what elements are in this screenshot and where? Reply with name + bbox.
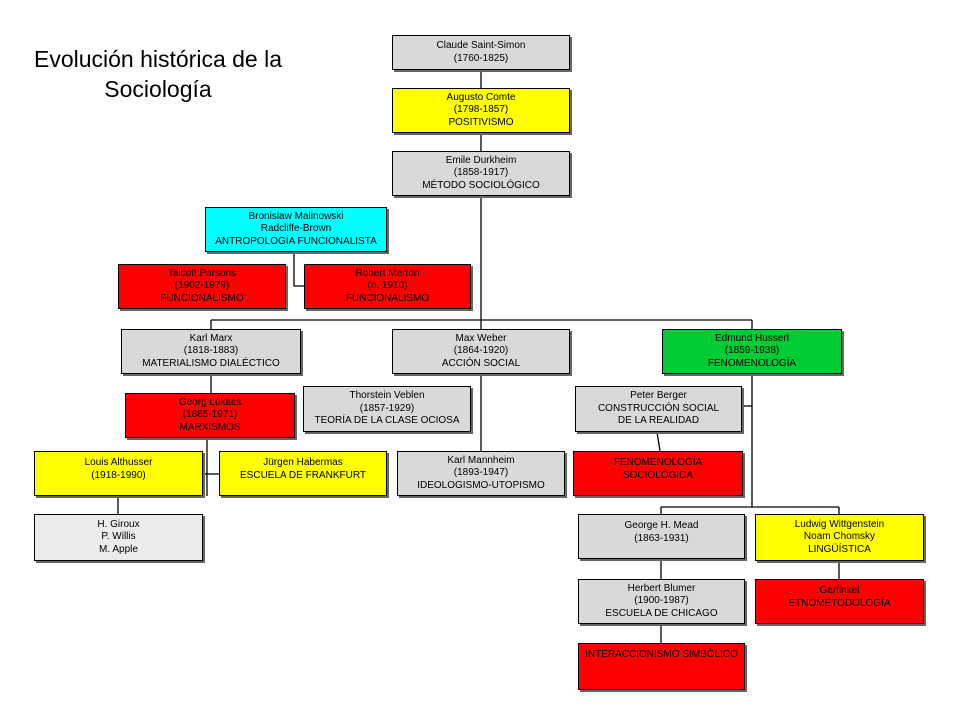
node-parsons-name: Talcott Parsons bbox=[167, 267, 237, 279]
node-husserl-dates: (1859-1938) bbox=[724, 345, 780, 357]
node-comte[interactable]: Augusto Comte (1798-1857) POSITIVISMO bbox=[392, 88, 570, 133]
node-wittgenstein-name: Ludwig Wittgenstein bbox=[794, 518, 885, 530]
node-mead-name: George H. Mead bbox=[624, 520, 699, 531]
diagram-title: Evolución histórica de la Sociología bbox=[18, 44, 298, 104]
node-fenomenologia-line-2: SOCIOLÓGICA bbox=[622, 469, 693, 481]
node-merton-name: Robert Merton bbox=[355, 267, 420, 279]
node-merton-dates: (n. 1910) bbox=[367, 280, 408, 292]
line-berger-fenomenologia bbox=[656, 431, 661, 452]
node-merton-school: FUNCIONALISMO bbox=[345, 292, 430, 304]
node-veblen-school: TEORÍA DE LA CLASE OCIOSA bbox=[314, 415, 460, 427]
node-blumer[interactable]: Herbert Blumer (1900-1987) ESCUELA DE CH… bbox=[578, 579, 745, 624]
node-marx-dates: (1818-1883) bbox=[183, 345, 239, 357]
node-mead-dates: (1863-1931) bbox=[634, 532, 689, 544]
node-weber[interactable]: Max Weber (1864-1920) ACCIÓN SOCIAL bbox=[392, 329, 570, 374]
node-althusser-name: Louis Althusser bbox=[84, 457, 153, 468]
node-mead[interactable]: George H. Mead (1863-1931) bbox=[578, 514, 745, 559]
node-berger-school: CONSTRUCCIÓN SOCIAL bbox=[597, 402, 720, 414]
node-husserl-name: Edmund Husserl bbox=[715, 332, 789, 344]
node-giroux-name-2: P. Willis bbox=[101, 531, 136, 543]
node-merton[interactable]: Robert Merton (n. 1910) FUNCIONALISMO bbox=[304, 264, 471, 309]
node-mannheim-school: IDEOLOGISMO-UTOPISMO bbox=[417, 479, 545, 491]
node-berger[interactable]: Peter Berger CONSTRUCCIÓN SOCIAL DE LA R… bbox=[575, 386, 742, 432]
node-malinowski[interactable]: Bronislaw Malinowski Radcliffe-Brown ANT… bbox=[205, 207, 387, 252]
node-marx-school: MATERIALISMO DIALÉCTICO bbox=[142, 357, 280, 369]
node-marx[interactable]: Karl Marx (1818-1883) MATERIALISMO DIALÉ… bbox=[121, 329, 301, 374]
node-lukacs-dates: (1885-1971) bbox=[182, 409, 238, 421]
node-veblen-name: Thorstein Veblen bbox=[349, 390, 425, 402]
node-saint-simon[interactable]: Claude Saint-Simon (1760-1825) bbox=[392, 35, 570, 70]
node-veblen[interactable]: Thorstein Veblen (1857-1929) TEORÍA DE L… bbox=[303, 386, 471, 432]
node-berger-name: Peter Berger bbox=[630, 390, 687, 402]
node-comte-school: POSITIVISMO bbox=[448, 116, 514, 128]
node-weber-dates: (1864-1920) bbox=[453, 345, 509, 357]
node-habermas-school: ESCUELA DE FRANKFURT bbox=[240, 469, 366, 481]
node-lukacs-name: Georg Lukacs bbox=[178, 396, 242, 408]
node-wittgenstein-name-2: Noam Chomsky bbox=[803, 531, 876, 543]
node-saint-simon-name: Claude Saint-Simon bbox=[436, 40, 526, 51]
node-durkheim-name: Emile Durkheim bbox=[445, 154, 517, 166]
node-comte-dates: (1798-1857) bbox=[453, 104, 509, 116]
node-husserl[interactable]: Edmund Husserl (1859-1938) FENOMENOLOGÍA bbox=[662, 329, 842, 374]
node-blumer-dates: (1900-1987) bbox=[634, 595, 689, 607]
node-interaccionismo-simbolico[interactable]: INTERACCIONISMO SIMBÓLICO bbox=[578, 643, 745, 690]
node-mannheim[interactable]: Karl Mannheim (1893-1947) IDEOLOGISMO-UT… bbox=[397, 451, 565, 496]
node-habermas-name: Jürgen Habermas bbox=[263, 457, 343, 468]
title-line-2: Sociología bbox=[104, 76, 212, 102]
node-lukacs[interactable]: Georg Lukacs (1885-1971) MARXISMOS bbox=[125, 393, 295, 438]
node-giroux[interactable]: H. Giroux P. Willis M. Apple bbox=[34, 514, 203, 561]
node-garfinkel[interactable]: Garfinkel ETNOMETODOLOGÍA bbox=[755, 579, 924, 624]
node-durkheim[interactable]: Emile Durkheim (1858-1917) MÉTODO SOCIOL… bbox=[392, 151, 570, 196]
node-fenomenologia-sociologica[interactable]: FENOMENOLOGÍA SOCIOLÓGICA bbox=[573, 451, 743, 496]
node-wittgenstein[interactable]: Ludwig Wittgenstein Noam Chomsky LINGÜÍS… bbox=[755, 514, 924, 561]
node-garfinkel-school: ETNOMETODOLOGÍA bbox=[788, 597, 891, 609]
node-mannheim-name: Karl Mannheim bbox=[447, 454, 515, 466]
node-blumer-name: Herbert Blumer bbox=[627, 582, 696, 594]
node-saint-simon-dates: (1760-1825) bbox=[453, 52, 509, 64]
node-durkheim-dates: (1858-1917) bbox=[453, 167, 509, 179]
node-habermas[interactable]: Jürgen Habermas ESCUELA DE FRANKFURT bbox=[219, 451, 387, 496]
title-line-1: Evolución histórica de la bbox=[33, 46, 283, 72]
node-fenomenologia-line-1: FENOMENOLOGÍA bbox=[613, 457, 703, 468]
node-althusser[interactable]: Louis Althusser (1918-1990) bbox=[34, 451, 203, 496]
node-parsons-dates: (1902-1979) bbox=[174, 280, 230, 292]
node-malinowski-name-2: Radcliffe-Brown bbox=[260, 223, 332, 235]
node-comte-name: Augusto Comte bbox=[446, 91, 516, 103]
node-marx-name: Karl Marx bbox=[189, 332, 233, 344]
node-weber-name: Max Weber bbox=[455, 332, 507, 344]
node-durkheim-school: MÉTODO SOCIOLÓGICO bbox=[422, 179, 540, 191]
node-veblen-dates: (1857-1929) bbox=[359, 402, 415, 414]
node-lukacs-school: MARXISMOS bbox=[179, 421, 241, 433]
node-garfinkel-name: Garfinkel bbox=[819, 585, 860, 596]
node-blumer-school: ESCUELA DE CHICAGO bbox=[605, 607, 718, 619]
node-malinowski-school: ANTROPOLOGÍA FUNCIONALISTA bbox=[215, 235, 377, 247]
node-interaccionismo-label: INTERACCIONISMO SIMBÓLICO bbox=[585, 649, 738, 660]
node-husserl-school: FENOMENOLOGÍA bbox=[707, 357, 797, 369]
node-parsons-school: FUNCIONALISMO bbox=[160, 292, 244, 304]
node-malinowski-name: Bronislaw Malinowski bbox=[248, 210, 344, 222]
node-giroux-name-3: M. Apple bbox=[99, 543, 138, 555]
node-giroux-name-1: H. Giroux bbox=[97, 518, 140, 530]
node-althusser-dates: (1918-1990) bbox=[91, 469, 146, 481]
line-malinowski-parsons bbox=[293, 252, 304, 287]
node-weber-school: ACCIÓN SOCIAL bbox=[441, 357, 521, 369]
node-berger-school-2: DE LA REALIDAD bbox=[617, 415, 700, 427]
node-mannheim-dates: (1893-1947) bbox=[453, 467, 509, 479]
node-parsons[interactable]: Talcott Parsons (1902-1979) FUNCIONALISM… bbox=[118, 264, 286, 309]
node-wittgenstein-school: LINGÜÍSTICA bbox=[808, 543, 871, 555]
